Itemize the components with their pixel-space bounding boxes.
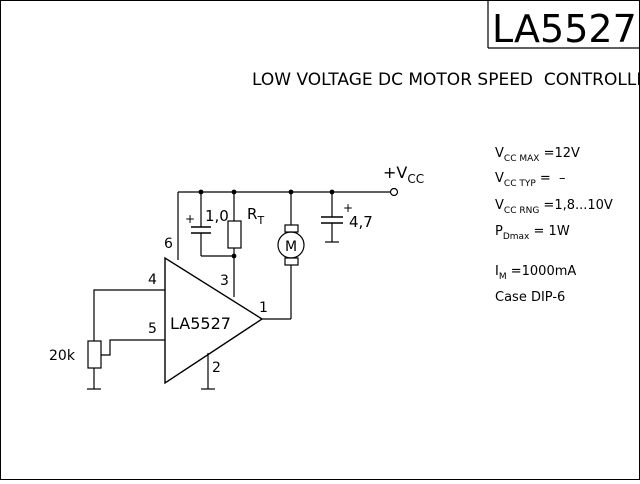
vcc-label: +VCC <box>383 163 424 186</box>
pin6-number: 6 <box>164 236 173 252</box>
ic-label: LA5527 <box>170 314 231 333</box>
spec-vcc-typ: VCC TYP = – <box>495 171 566 189</box>
motor-label: M <box>285 239 297 255</box>
pin3-number: 3 <box>220 273 229 289</box>
pin5-number: 5 <box>148 321 157 337</box>
motor: M <box>277 192 305 319</box>
spec-vcc-rng: VCC RNG =1,8...10V <box>495 198 613 216</box>
cap1-value: 1,0 <box>205 207 229 225</box>
title-block: LA5527 <box>487 0 640 51</box>
description-text: LOW VOLTAGE DC MOTOR SPEED CONTROLLER <box>252 70 640 90</box>
capacitor-4u7: + 4,7 <box>321 192 373 243</box>
resistor-label: RT <box>247 205 264 227</box>
pin5-wire <box>101 339 165 356</box>
pin4-wire <box>93 289 165 341</box>
spec-case: Case DIP-6 <box>495 290 565 305</box>
supply-rail: +VCC <box>178 163 424 197</box>
vcc-terminal <box>389 187 399 197</box>
pin2-number: 2 <box>212 360 221 376</box>
resistor-rt: RT <box>227 192 264 256</box>
part-number-title: LA5527 <box>492 7 637 51</box>
ic-la5527: LA5527 <box>164 256 264 385</box>
cap2-polarity: + <box>343 201 353 215</box>
potentiometer-20k: 20k <box>49 340 102 390</box>
capacitor-1u: + 1,0 <box>185 192 229 256</box>
pin4-number: 4 <box>148 272 157 288</box>
specs-list: VCC MAX =12V VCC TYP = – VCC RNG =1,8...… <box>495 146 613 305</box>
cap2-value: 4,7 <box>349 213 373 231</box>
junction-dot <box>231 253 237 259</box>
pin1-number: 1 <box>259 300 268 316</box>
spec-pd-max: PDmax = 1W <box>495 224 570 242</box>
spec-vcc-max: VCC MAX =12V <box>495 146 580 164</box>
pot-label: 20k <box>49 348 76 364</box>
cap1-polarity: + <box>185 212 195 226</box>
spec-im: IM =1000mA <box>495 264 576 282</box>
